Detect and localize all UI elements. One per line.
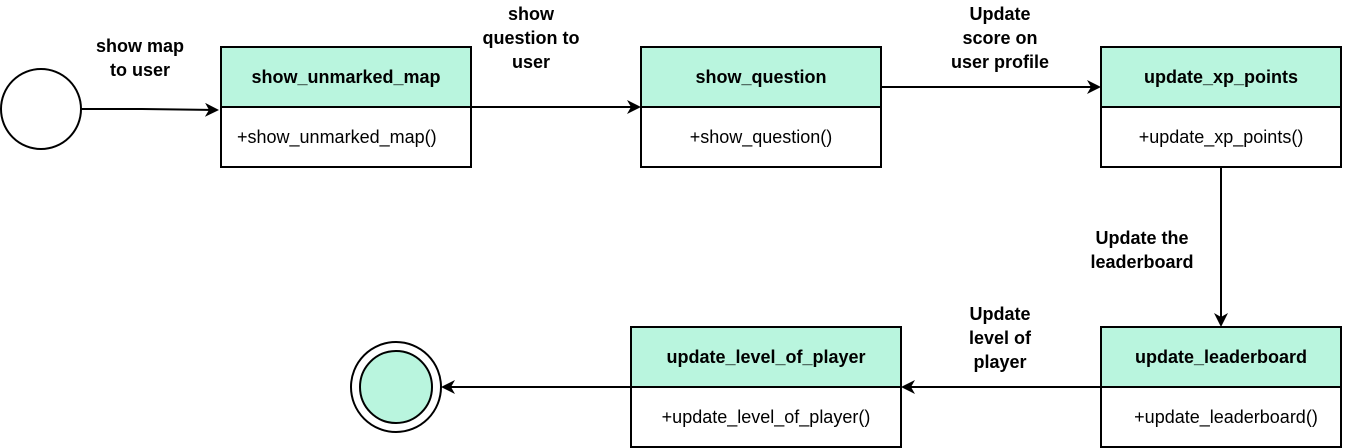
class-title: update_level_of_player xyxy=(666,347,865,367)
class-title: update_leaderboard xyxy=(1135,347,1307,367)
edge-label-line: leaderboard xyxy=(1090,252,1193,272)
edge-label-line: score on xyxy=(962,28,1037,48)
class-header xyxy=(1100,46,1342,108)
class-body xyxy=(1100,386,1342,448)
edge-label-map-to-question: show question to user xyxy=(483,4,580,72)
class-method: +show_unmarked_map() xyxy=(237,127,437,148)
class-body xyxy=(630,386,902,448)
edge-label-start-to-map: show map to user xyxy=(96,36,184,80)
start-node xyxy=(0,68,82,150)
edge-label-line: Update xyxy=(969,4,1030,24)
class-box-update-level-of-player: update_level_of_player +update_level_of_… xyxy=(630,326,902,448)
final-node-inner-circle xyxy=(359,350,433,424)
edge-label-line: user xyxy=(512,52,550,72)
class-method: +update_level_of_player() xyxy=(662,407,871,428)
class-method: +update_xp_points() xyxy=(1139,127,1304,148)
class-title: show_unmarked_map xyxy=(251,67,440,87)
class-box-update-xp-points: update_xp_points +update_xp_points() xyxy=(1100,46,1342,168)
edges xyxy=(81,80,1228,394)
edge-label-line: Update the xyxy=(1095,228,1188,248)
class-method: +update_leaderboard() xyxy=(1134,407,1318,428)
class-body xyxy=(1100,106,1342,168)
final-node xyxy=(350,341,442,433)
edge-label-leaderboard-to-level: Update level of player xyxy=(969,304,1032,372)
edge-label-line: question to xyxy=(483,28,580,48)
class-box-show-question: show_question +show_question() xyxy=(640,46,882,168)
class-method: +show_question() xyxy=(690,127,833,148)
edge-label-xp-to-leaderboard: Update the leaderboard xyxy=(1090,228,1193,272)
class-box-show-unmarked-map: show_unmarked_map +show_unmarked_map() xyxy=(220,46,472,168)
edge-label-line: Update xyxy=(969,304,1030,324)
edge-label-line: user profile xyxy=(951,52,1049,72)
class-title: show_question xyxy=(695,67,826,87)
edge-start-to-map xyxy=(81,102,219,117)
class-header xyxy=(640,46,882,108)
edge-label-line: to user xyxy=(110,60,170,80)
class-body xyxy=(640,106,882,168)
edge-label-line: show map xyxy=(96,36,184,56)
edge-label-question-to-xp: Update score on user profile xyxy=(951,4,1049,72)
class-title: update_xp_points xyxy=(1144,67,1298,87)
class-body xyxy=(220,106,472,168)
class-box-update-leaderboard: update_leaderboard +update_leaderboard() xyxy=(1100,326,1342,448)
edge-label-line: show xyxy=(508,4,555,24)
class-header xyxy=(1100,326,1342,388)
edge-label-line: level of xyxy=(969,328,1032,348)
edge-label-line: player xyxy=(973,352,1026,372)
